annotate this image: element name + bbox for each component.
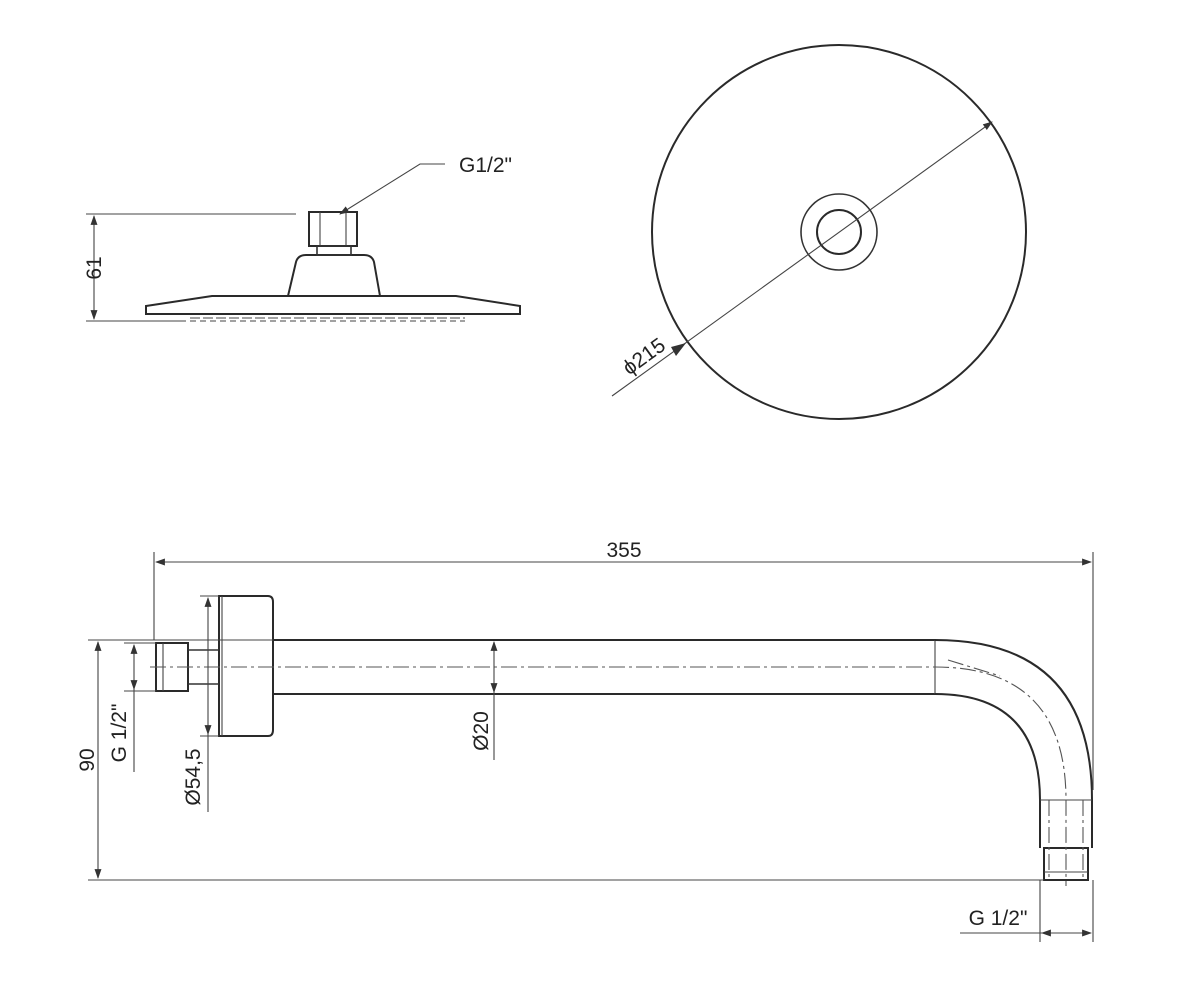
tube-diameter-dimension: Ø20 (470, 641, 498, 760)
connector-nut (308, 211, 358, 247)
shower-arm-view: Ø20 355 Ø54,5 G 1/2" (76, 539, 1094, 942)
inlet-thread-dimension: G 1/2" (108, 642, 156, 772)
flange-diameter-dimension: Ø54,5 (182, 595, 219, 812)
connector-inner-ring (816, 209, 862, 255)
arm-drop-dimension: 90 (76, 639, 1044, 881)
shower-head-outline (651, 44, 1027, 420)
tube-bend-inner (934, 693, 1041, 801)
nozzle-row (190, 317, 465, 322)
connector-leader-line (339, 163, 445, 215)
connector-thread-label: G1/2" (459, 154, 512, 177)
inlet-thread-label: G 1/2" (108, 704, 131, 763)
connector-base (316, 245, 352, 256)
shower-head-neck (287, 254, 381, 297)
flange-diameter-label: Ø54,5 (182, 748, 205, 805)
tube-diameter-label: Ø20 (470, 711, 493, 751)
shower-head-plate (145, 295, 521, 315)
connector-outer-ring (800, 193, 878, 271)
shower-head-side-view: G1/2" 61 (83, 154, 521, 322)
shower-head-top-view: ϕ215 (611, 44, 1027, 420)
arm-drop-label: 90 (76, 748, 99, 771)
height-dimension-label: 61 (83, 256, 106, 279)
arm-length-dimension: 355 (153, 539, 1094, 790)
arm-length-label: 355 (606, 539, 641, 562)
diameter-dimension-line (611, 121, 993, 397)
outlet-thread-label: G 1/2" (969, 907, 1028, 930)
height-dimension: 61 (83, 213, 296, 322)
outlet-thread-dimension: G 1/2" (960, 880, 1094, 942)
tube-center-line (150, 666, 1067, 886)
wall-flange (218, 595, 274, 737)
tube-bend-outer (934, 639, 1093, 801)
